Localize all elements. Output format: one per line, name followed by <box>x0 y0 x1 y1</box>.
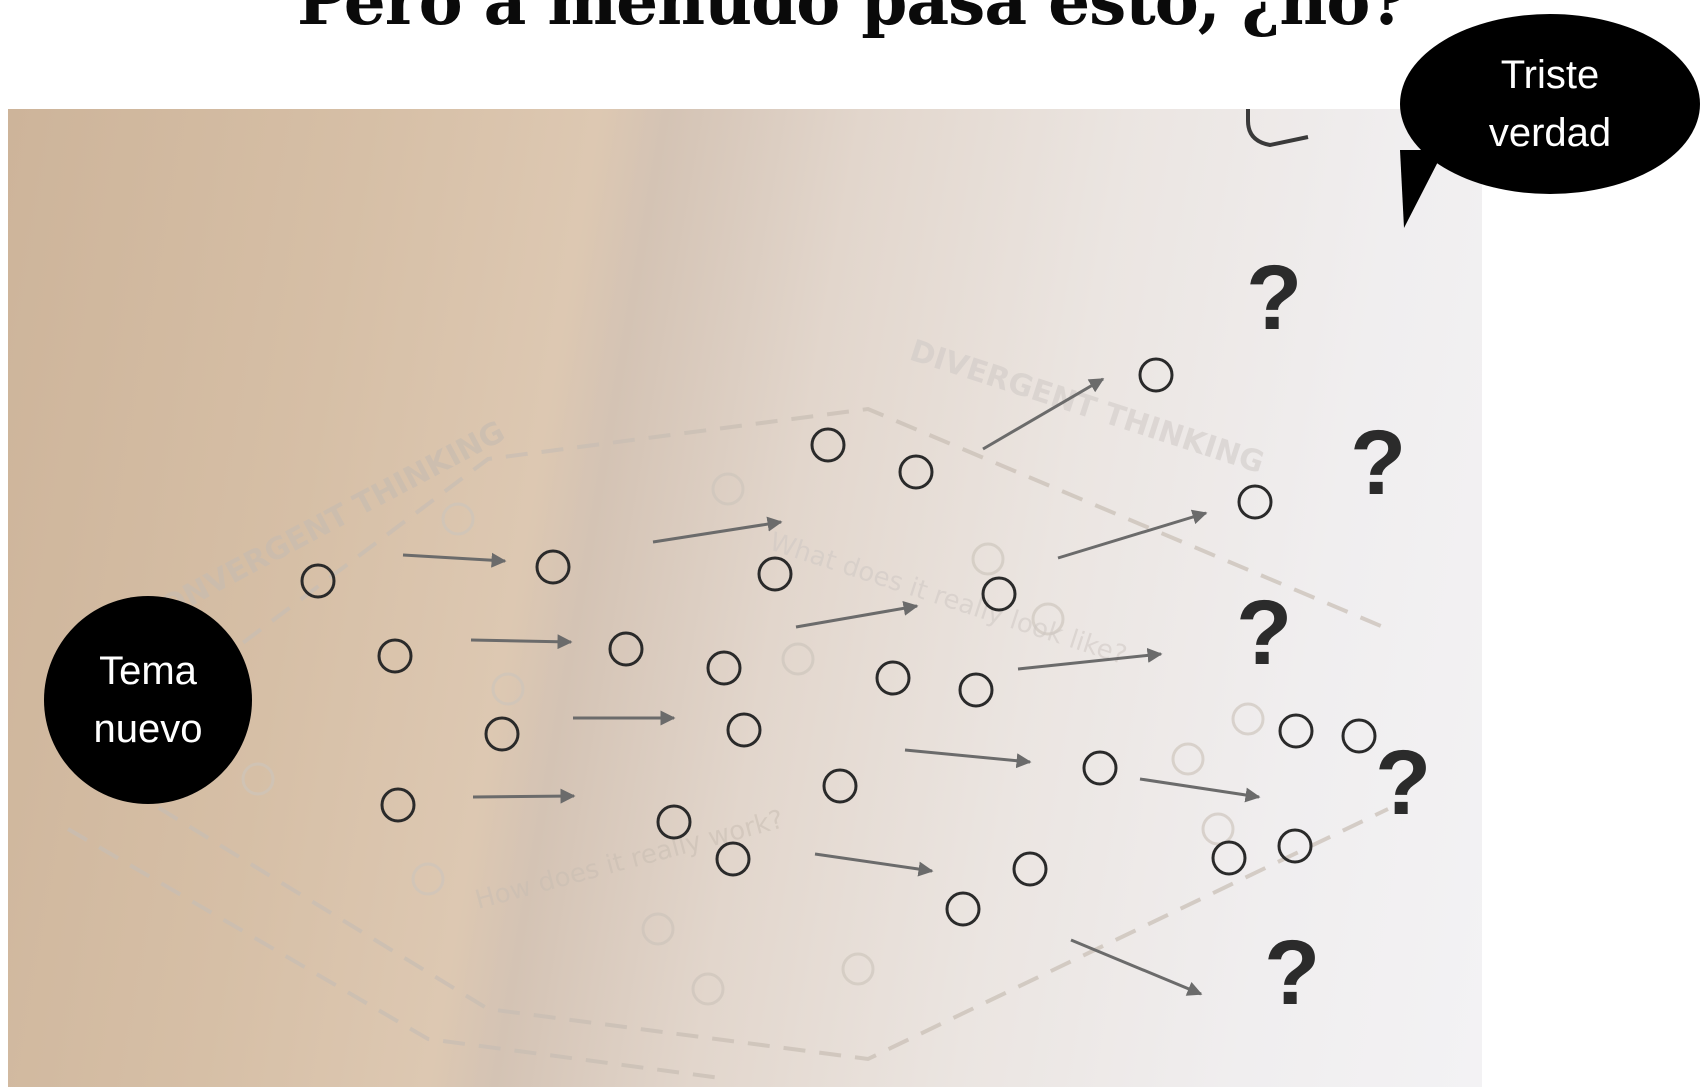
slide-title: Pero a menudo pasa esto, ¿no? <box>0 0 1704 40</box>
arrow <box>905 750 1030 762</box>
arrow <box>1071 940 1201 994</box>
idea-node <box>824 770 856 802</box>
topic-bubble-line-2: nuevo <box>94 700 203 758</box>
idea-node <box>877 662 909 694</box>
idea-node <box>1280 715 1312 747</box>
question-marks: ? ? ? ? ? <box>1236 247 1431 1024</box>
idea-node <box>1279 830 1311 862</box>
topic-bubble-line-1: Tema <box>94 642 203 700</box>
speech-bubble-line-2: verdad <box>1489 104 1611 162</box>
faint-convergent-label: CONVERGENT THINKING <box>135 414 510 636</box>
idea-node <box>708 652 740 684</box>
idea-node <box>812 429 844 461</box>
idea-node <box>1343 720 1375 752</box>
idea-node <box>960 674 992 706</box>
speech-bubble-line-1: Triste <box>1489 46 1611 104</box>
idea-node <box>1014 853 1046 885</box>
faint-divergent-label: DIVERGENT THINKING <box>906 333 1269 481</box>
idea-node <box>1084 752 1116 784</box>
arrow <box>1140 779 1259 797</box>
idea-node <box>537 551 569 583</box>
idea-node <box>486 718 518 750</box>
idea-node <box>759 558 791 590</box>
question-mark-icon: ? <box>1246 247 1302 349</box>
diagram-photo: CONVERGENT THINKING DIVERGENT THINKING W… <box>8 109 1482 1087</box>
idea-node <box>610 633 642 665</box>
idea-node <box>379 640 411 672</box>
arrow <box>473 796 574 797</box>
arrow <box>653 522 781 542</box>
question-mark-icon: ? <box>1350 412 1406 514</box>
idea-node <box>900 456 932 488</box>
idea-flow-diagram: CONVERGENT THINKING DIVERGENT THINKING W… <box>8 109 1482 1087</box>
question-mark-icon: ? <box>1236 582 1292 684</box>
faint-question-1: What does it really look like? <box>766 527 1130 671</box>
speech-bubble: Triste verdad <box>1400 14 1700 194</box>
partial-sketch <box>1248 109 1308 145</box>
faint-background-circles <box>243 474 1263 1004</box>
idea-node <box>1140 359 1172 391</box>
arrow <box>403 555 505 561</box>
idea-node <box>302 565 334 597</box>
question-mark-icon: ? <box>1264 922 1320 1024</box>
topic-bubble: Tema nuevo <box>44 596 252 804</box>
idea-node <box>1213 842 1245 874</box>
idea-node <box>947 893 979 925</box>
arrow <box>796 606 917 627</box>
idea-node <box>1239 486 1271 518</box>
arrow <box>815 854 932 871</box>
question-mark-icon: ? <box>1375 732 1431 834</box>
faint-question-2: How does it really work? <box>472 805 787 916</box>
arrow <box>471 640 571 642</box>
idea-node <box>382 789 414 821</box>
idea-node <box>728 714 760 746</box>
